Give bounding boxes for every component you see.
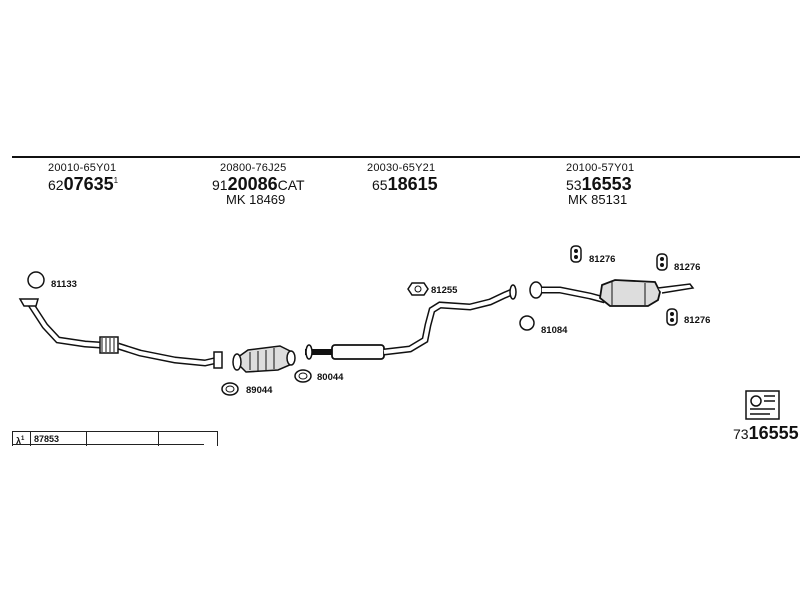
hanger-icon — [666, 308, 678, 326]
hanger-icon — [656, 253, 668, 271]
footer-rule — [12, 444, 204, 445]
fitting-label: 81276 — [684, 315, 711, 326]
part-number: 62076351 — [48, 174, 119, 194]
fitting-label: 89044 — [246, 385, 273, 396]
kit-icon — [745, 390, 780, 420]
hanger-icon — [570, 245, 582, 263]
mk-number: MK 85131 — [568, 192, 628, 207]
oem-number: 20030-65Y21 — [367, 162, 436, 174]
rear-silencer — [529, 279, 695, 307]
part-number: 6518615 — [372, 174, 438, 194]
part-number: 5316553 — [566, 174, 632, 194]
part-number: 9120086CAT — [212, 174, 305, 194]
gasket-ring-icon — [519, 315, 535, 331]
fitting-label: 81133 — [51, 279, 77, 290]
gasket-ring-icon — [221, 382, 239, 396]
fitting-label: 81276 — [674, 262, 701, 273]
oem-number: 20010-65Y01 — [48, 162, 117, 174]
fitting-label: 81276 — [589, 254, 616, 265]
catalytic-converter — [232, 345, 296, 373]
gasket-ring-icon — [27, 271, 45, 289]
mk-number: MK 18469 — [226, 192, 286, 207]
empty-cell — [87, 432, 159, 446]
fitting-label: 80044 — [317, 372, 344, 383]
front-pipe — [18, 298, 223, 369]
center-silencer — [305, 284, 517, 360]
gasket-ring-icon — [294, 369, 312, 383]
clamp-icon — [407, 282, 429, 296]
oem-number: 20100-57Y01 — [566, 162, 635, 174]
lambda-cell: λ1 — [13, 432, 31, 446]
fitting-label: 81084 — [541, 325, 568, 336]
footer-table: λ1 87853 — [12, 431, 218, 446]
fitting-label: 81255 — [431, 285, 458, 296]
lambda-value: 87853 — [31, 432, 87, 446]
oem-number: 20800-76J25 — [220, 162, 287, 174]
kit-number: 7316555 — [733, 423, 799, 443]
